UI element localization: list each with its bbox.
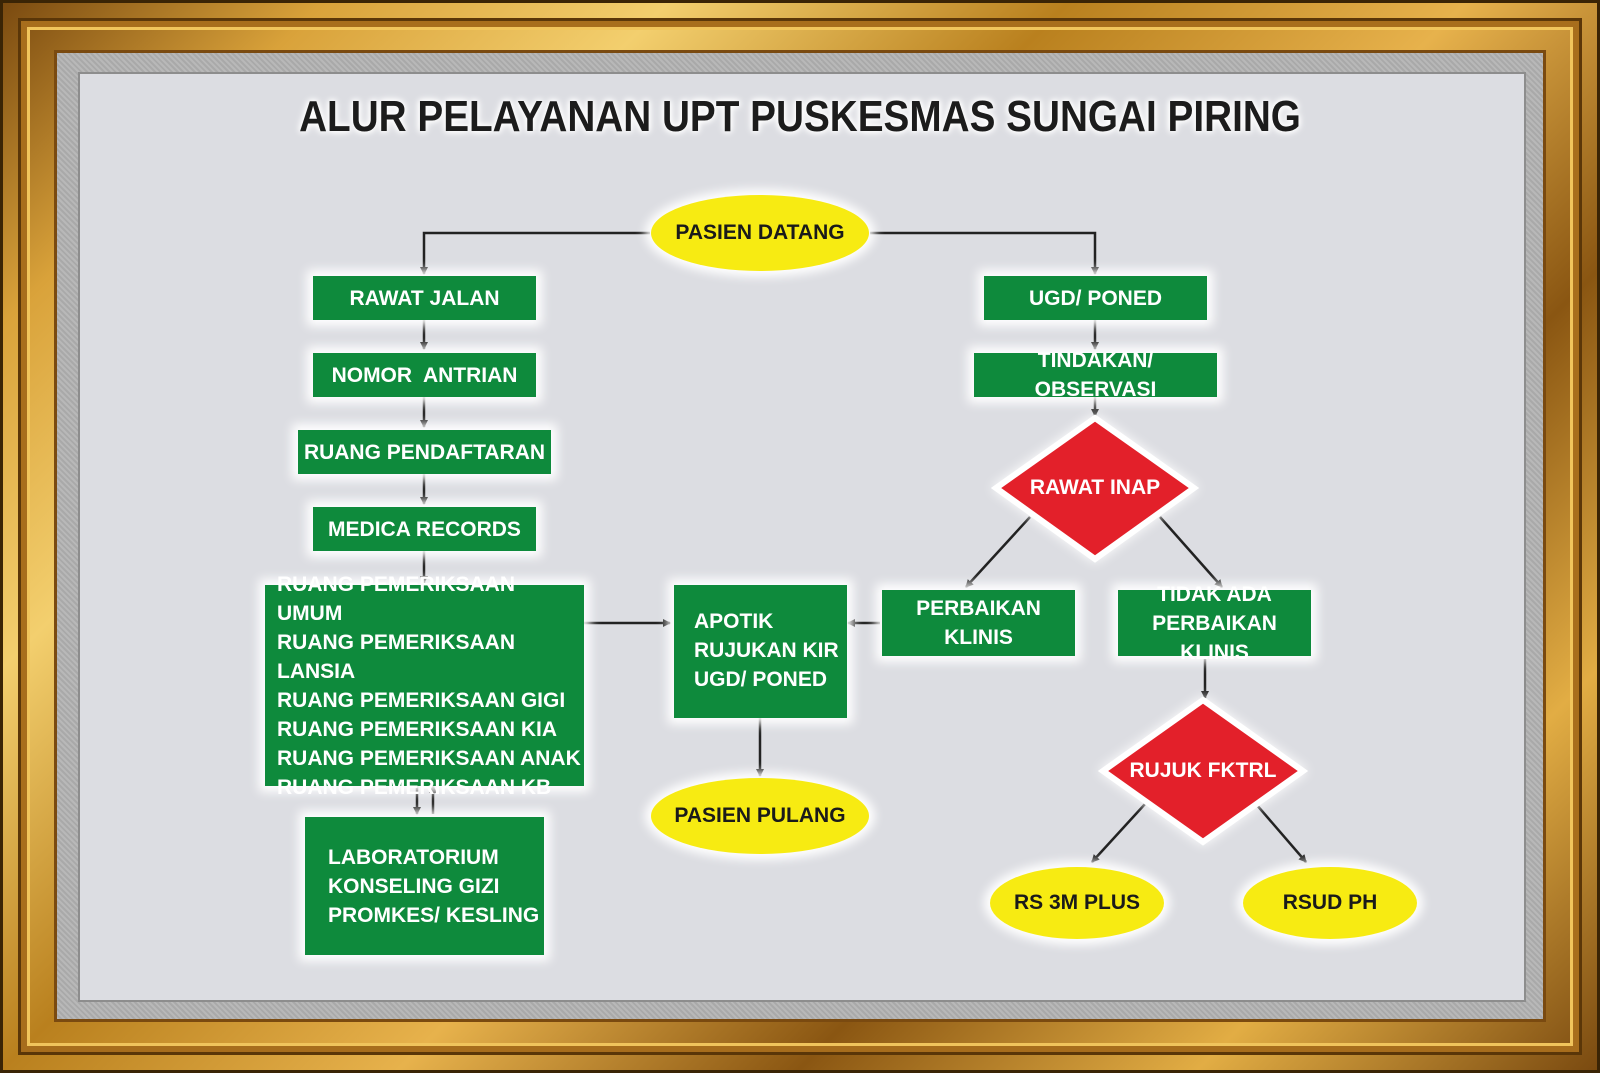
pemeriksaan-anak-label: RUANG PEMERIKSAAN ANAK [277,746,581,770]
konseling-gizi-label: KONSELING GIZI [328,874,500,898]
pemeriksaan-kb-label: RUANG PEMERIKSAAN KB [277,775,552,799]
rs-3m-plus-node: RS 3M PLUS [990,867,1164,939]
pasien-datang-node: PASIEN DATANG [651,195,869,271]
promkes-kesling-label: PROMKES/ KESLING [328,903,540,927]
connector-datang-to-ugd [870,231,1099,275]
apotik-label: APOTIK [694,610,774,633]
connector-rujuk-to-rsud [1255,803,1307,863]
rawat-jalan-node: RAWAT JALAN [313,276,536,320]
pemeriksaan-lansia-label: RUANG PEMERIKSAAN LANSIA [277,630,516,683]
rujuk-fktrl-diamond [1097,696,1309,846]
ruang-pendaftaran-node: RUANG PENDAFTARAN [298,430,551,474]
rsud-ph-node: RSUD PH [1243,867,1417,939]
pemeriksaan-kia-label: RUANG PEMERIKSAAN KIA [277,717,558,741]
laboratorium-label: LABORATORIUM [328,845,499,869]
connector-datang-to-rawat-jalan [420,231,650,275]
rujuk-fktrl-label: RUJUK FKTRL [1129,759,1277,782]
apotik-node: APOTIK RUJUKAN KIR UGD/ PONED [674,585,847,718]
ruang-pemeriksaan-node: RUANG PEMERIKSAAN UMUM RUANG PEMERIKSAAN… [265,573,584,799]
pemeriksaan-gigi-label: RUANG PEMERIKSAAN GIGI [277,688,566,712]
ugd-poned-node: UGD/ PONED [984,276,1207,320]
tidak-ada-label-2: PERBAIKAN KLINIS [1152,611,1277,664]
nomor-antrian-node: NOMOR ANTRIAN [313,353,536,397]
nomor-antrian-label: NOMOR ANTRIAN [331,363,518,387]
page-title: ALUR PELAYANAN UPT PUSKESMAS SUNGAI PIRI… [299,92,1301,141]
rujukan-kir-label: RUJUKAN KIR [694,639,839,662]
frame-ridge [21,21,1579,1052]
connector-rawat-inap-to-tidak-ada [1159,516,1223,588]
rawat-inap-label: RAWAT INAP [1029,476,1161,499]
perbaikan-label-1: PERBAIKAN [916,597,1041,620]
connector-rawat-inap-to-perbaikan [965,516,1031,588]
apotik-ugd-poned-label: UGD/ PONED [694,668,828,691]
connector-rujuk-to-rs3m [1091,803,1146,863]
tidak-ada-label-1: TIDAK ADA [1157,582,1272,606]
pemeriksaan-umum-label: RUANG PEMERIKSAAN UMUM [277,572,516,625]
medica-records-node: MEDICA RECORDS [313,507,536,551]
rawat-inap-diamond [990,414,1200,563]
pasien-pulang-node: PASIEN PULANG [651,778,869,854]
diamonds [990,414,1309,846]
tindakan-observasi-node: TINDAKAN/ OBSERVASI [974,349,1217,401]
penunjang-node: LABORATORIUM KONSELING GIZI PROMKES/ KES… [305,817,544,955]
perbaikan-label-2: KLINIS [944,626,1013,649]
tidak-ada-perbaikan-node: TIDAK ADA PERBAIKAN KLINIS [1118,583,1311,664]
perbaikan-klinis-node: PERBAIKAN KLINIS [882,590,1075,656]
